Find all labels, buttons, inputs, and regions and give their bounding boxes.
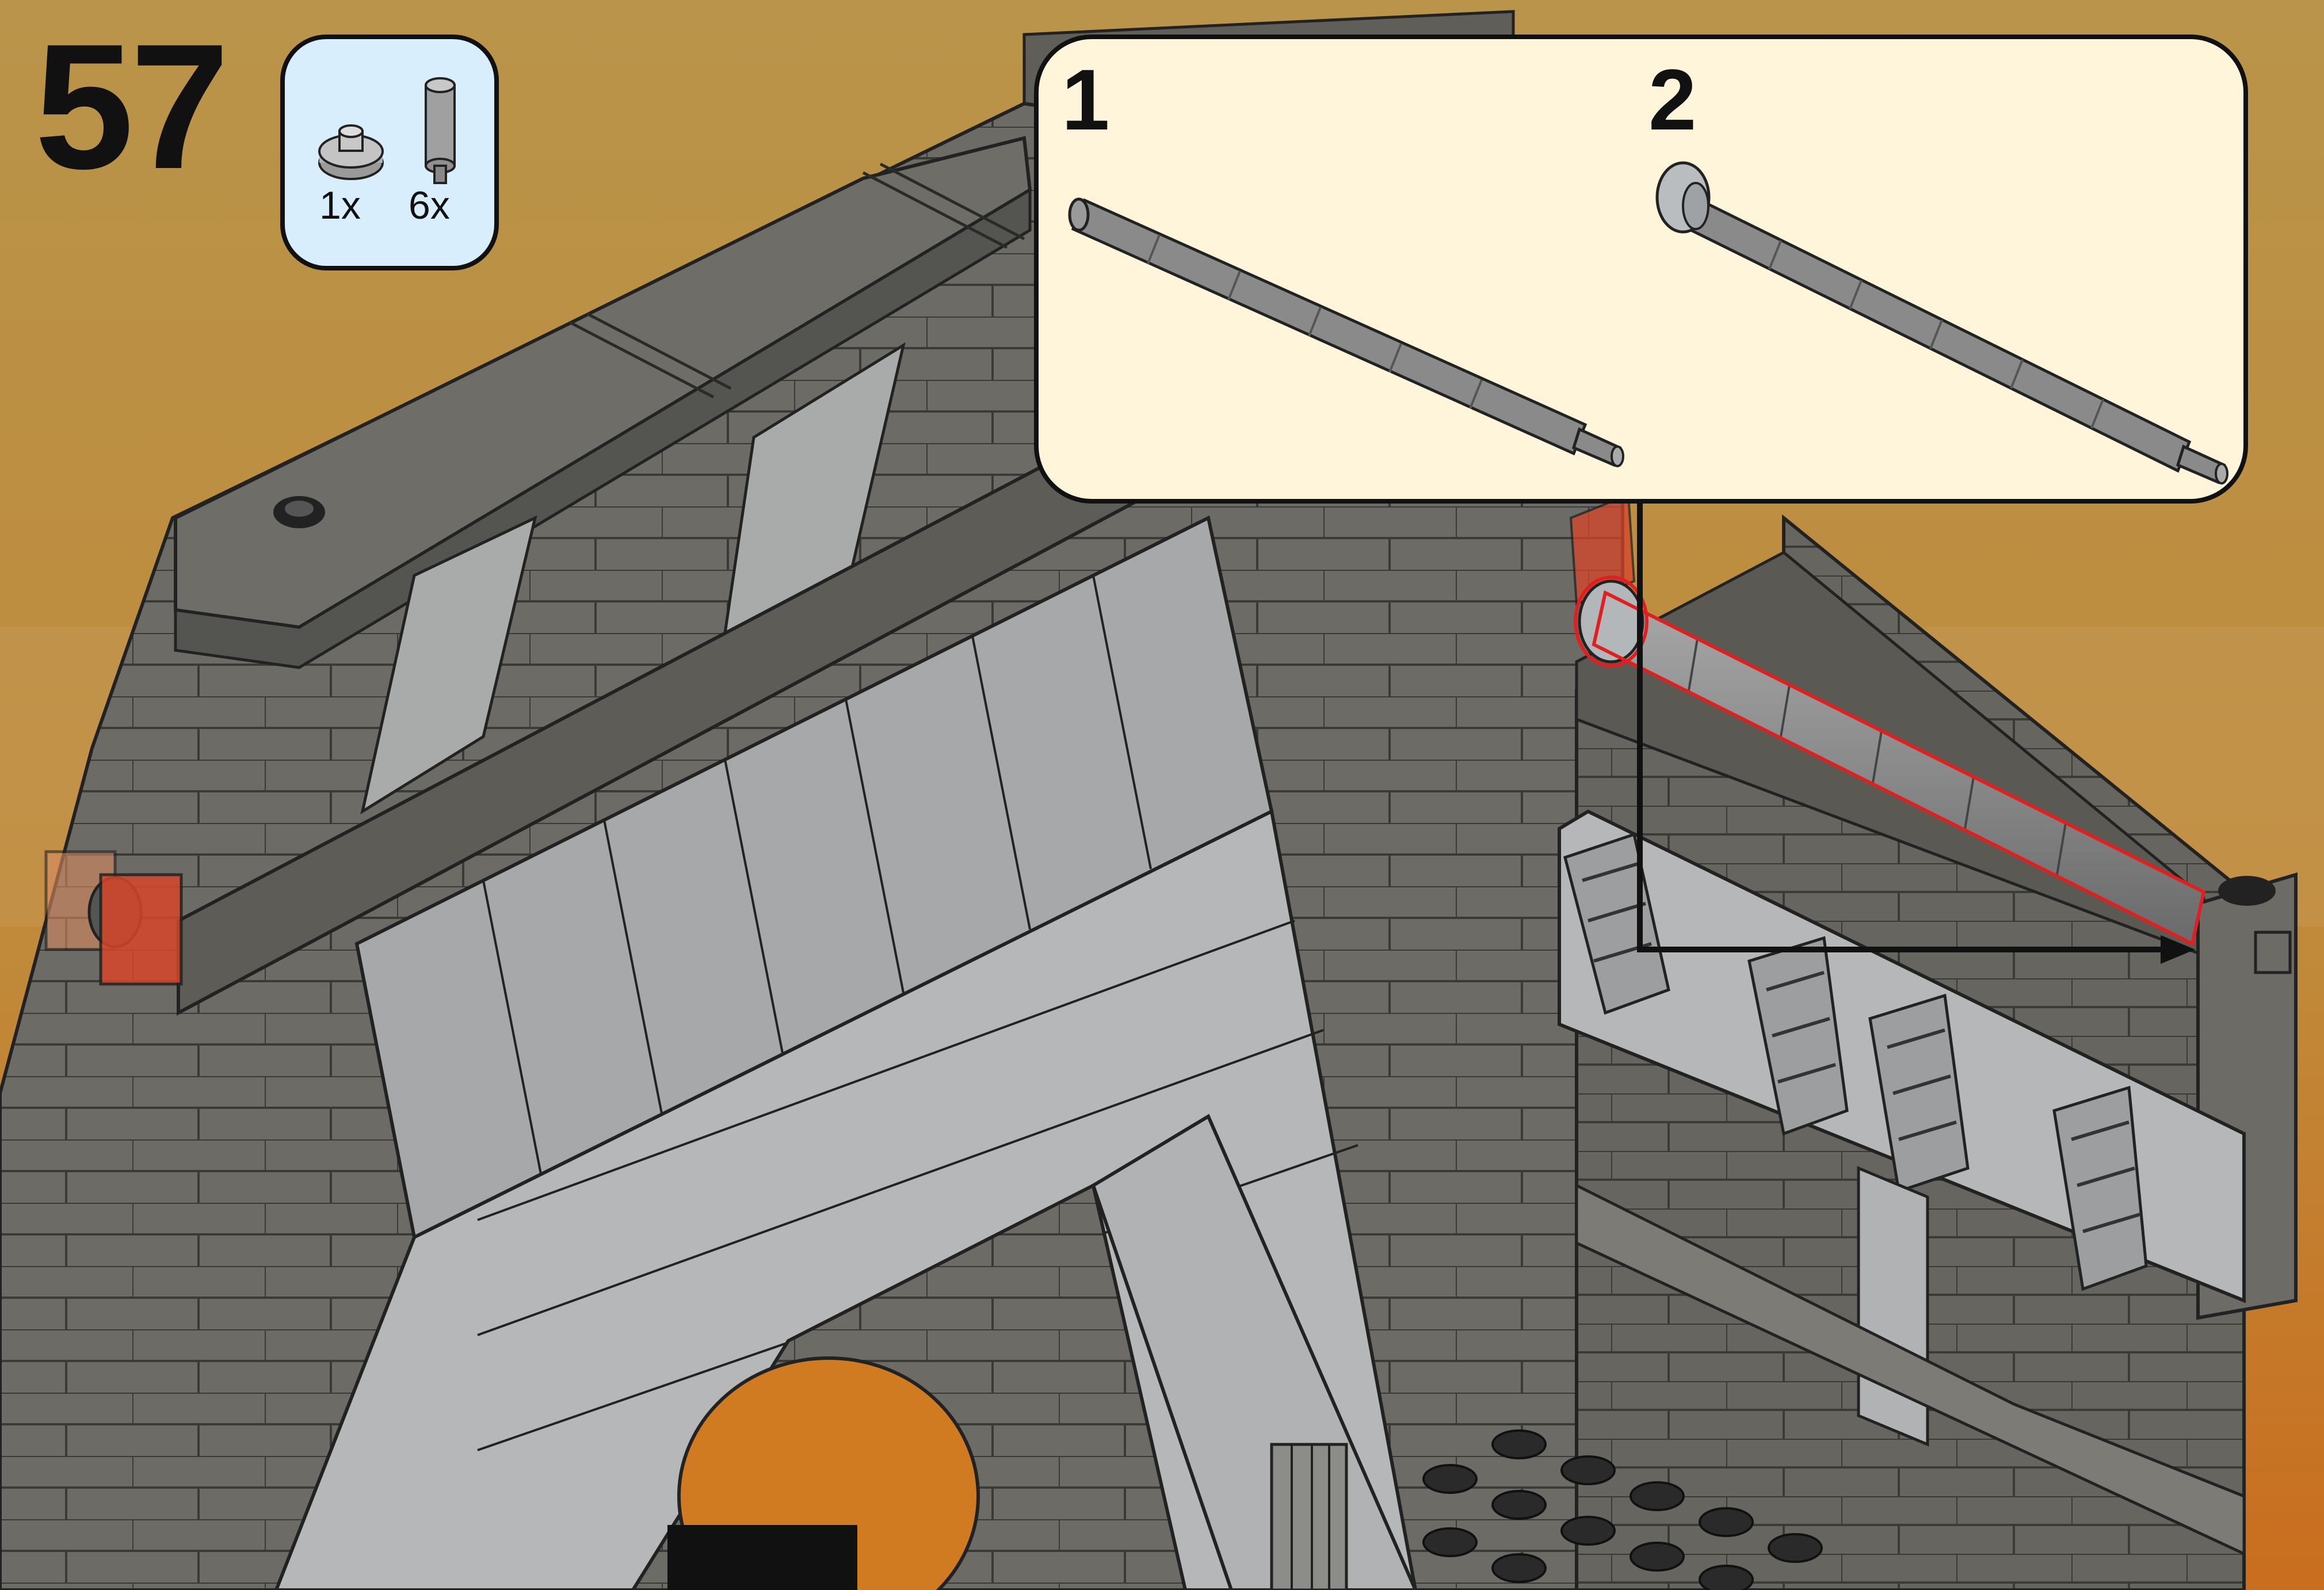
sub-step-number: 2: [1648, 56, 1696, 143]
round-plate-with-pin-icon: [314, 120, 388, 189]
part-quantity: 6x: [409, 183, 450, 228]
bar-icon: [1067, 154, 1643, 476]
sub-assembly-callout: 1 2: [1034, 35, 2248, 504]
pillar-stud: [2218, 876, 2276, 906]
part-quantity: 1x: [319, 183, 361, 228]
sub-step-number: 1: [1062, 56, 1109, 143]
step-number: 57: [35, 17, 226, 196]
vertical-grille: [1272, 1444, 1346, 1590]
bar-with-stud-icon: [411, 71, 469, 195]
bar-with-round-cap-icon: [1648, 143, 2235, 488]
parts-list: 1x 6x: [280, 35, 499, 270]
